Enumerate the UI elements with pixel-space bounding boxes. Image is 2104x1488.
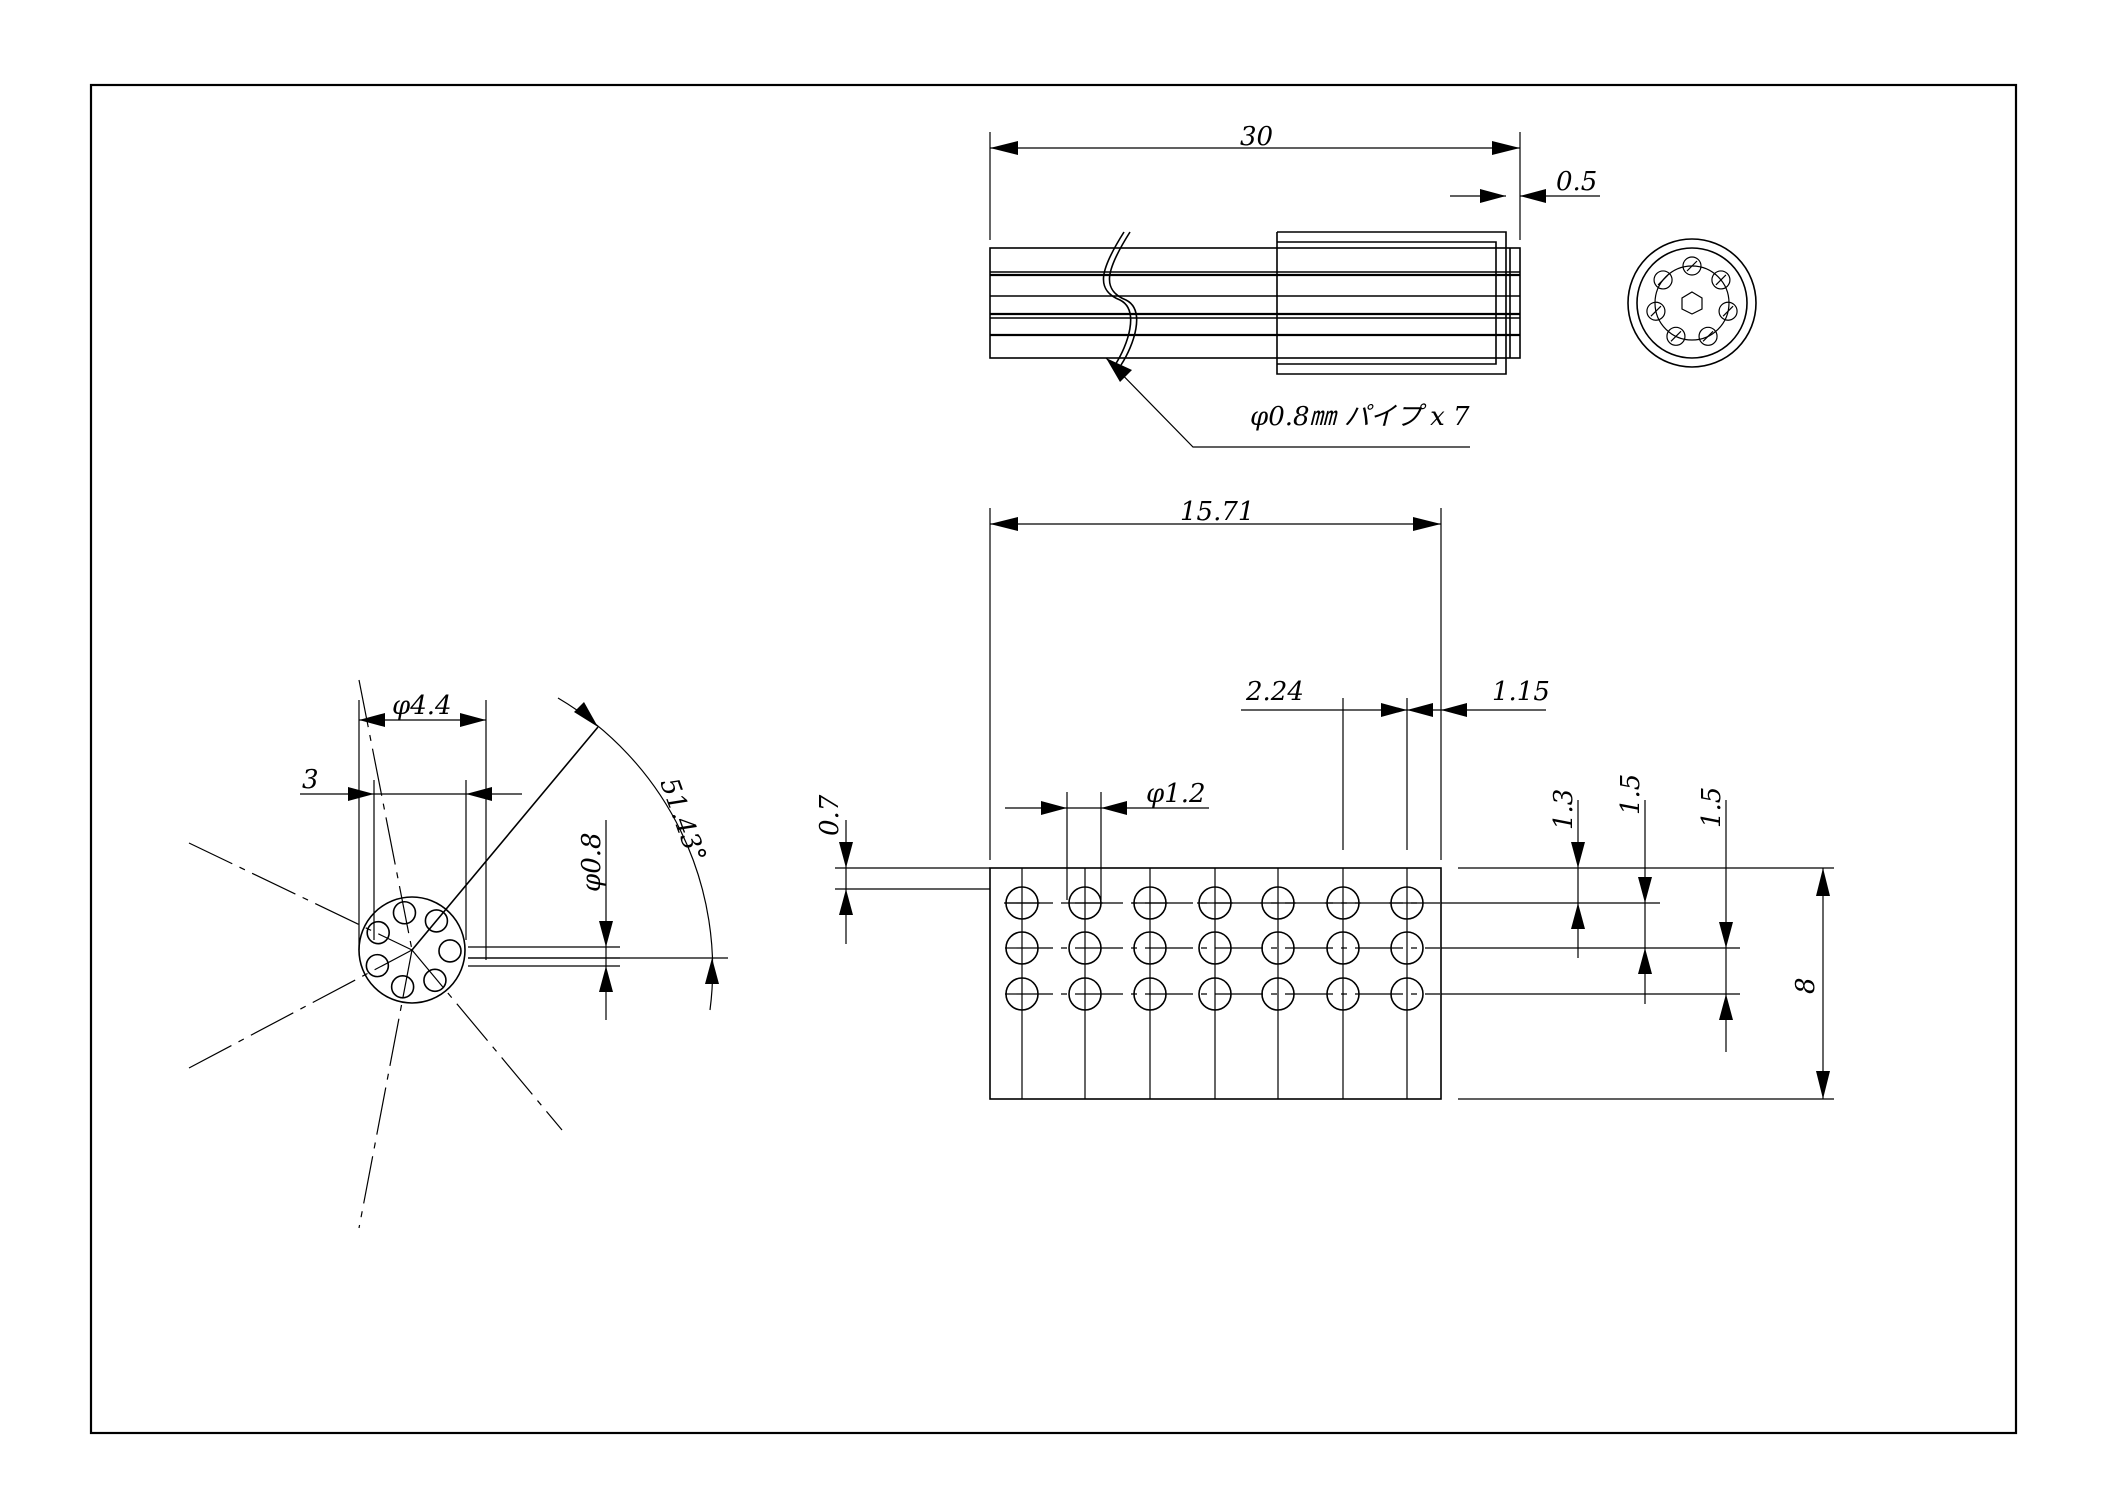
end-hole <box>365 953 390 978</box>
small-hole <box>1711 270 1731 290</box>
small-hole-mark <box>1650 305 1662 317</box>
end-hole <box>424 909 449 933</box>
dim-row-offset-3: 1.5 <box>1697 787 1727 828</box>
small-hole <box>1653 270 1673 290</box>
break-line <box>1102 231 1132 366</box>
top-view: 30 0.5 φ0.8㎜ パイプ x 7 <box>989 122 1600 448</box>
small-hole-mark <box>1702 330 1714 342</box>
small-hole <box>1646 301 1666 321</box>
dim-pitch: 2.24 <box>1245 677 1304 707</box>
dim-pitch-diameter: 3 <box>302 765 319 795</box>
small-hole-mark <box>1715 274 1727 286</box>
dim-row-offset-2: 1.5 <box>1616 774 1646 815</box>
dim-top-margin: 0.7 <box>815 794 845 836</box>
angle-arc <box>557 697 714 1011</box>
small-hole-mark <box>1657 274 1669 286</box>
end-hole <box>438 939 462 963</box>
end-view: φ4.4 3 φ0.8 51.43° <box>188 679 728 1229</box>
small-hole <box>1682 256 1702 276</box>
dim-height: 8 <box>1791 977 1821 994</box>
drawing-border <box>89 83 2018 1435</box>
dim-edge-margin: 1.15 <box>1492 677 1550 707</box>
small-hole-mark <box>1670 330 1682 342</box>
small-hole-mark <box>1686 260 1698 272</box>
dim-hole-diameter: φ1.2 <box>1146 779 1206 809</box>
end-hole <box>390 975 415 999</box>
unrolled-view: 15.71 2.24 1.15 φ1.2 0.7 1.3 <box>815 497 1834 1100</box>
small-end-view <box>1627 238 1757 368</box>
dim-outer-diameter: φ4.4 <box>392 691 452 721</box>
dim-hole-diameter-end: φ0.8 <box>577 832 607 892</box>
small-hole <box>1666 326 1686 346</box>
small-hole-mark <box>1722 305 1734 317</box>
tube-body <box>989 247 1521 359</box>
dim-row-offset-1: 1.3 <box>1549 789 1579 830</box>
dim-angle: 51.43° <box>653 774 711 866</box>
pipe-callout: φ0.8㎜ パイプ x 7 <box>1250 402 1470 432</box>
dim-total-width: 15.71 <box>1180 497 1254 527</box>
end-hole <box>366 920 390 945</box>
dim-end-gap: 0.5 <box>1556 167 1597 197</box>
dim-overall-length: 30 <box>1240 122 1273 152</box>
end-hole <box>392 900 417 925</box>
small-hole <box>1698 326 1718 346</box>
small-hole <box>1718 301 1738 321</box>
end-hole <box>423 968 447 993</box>
